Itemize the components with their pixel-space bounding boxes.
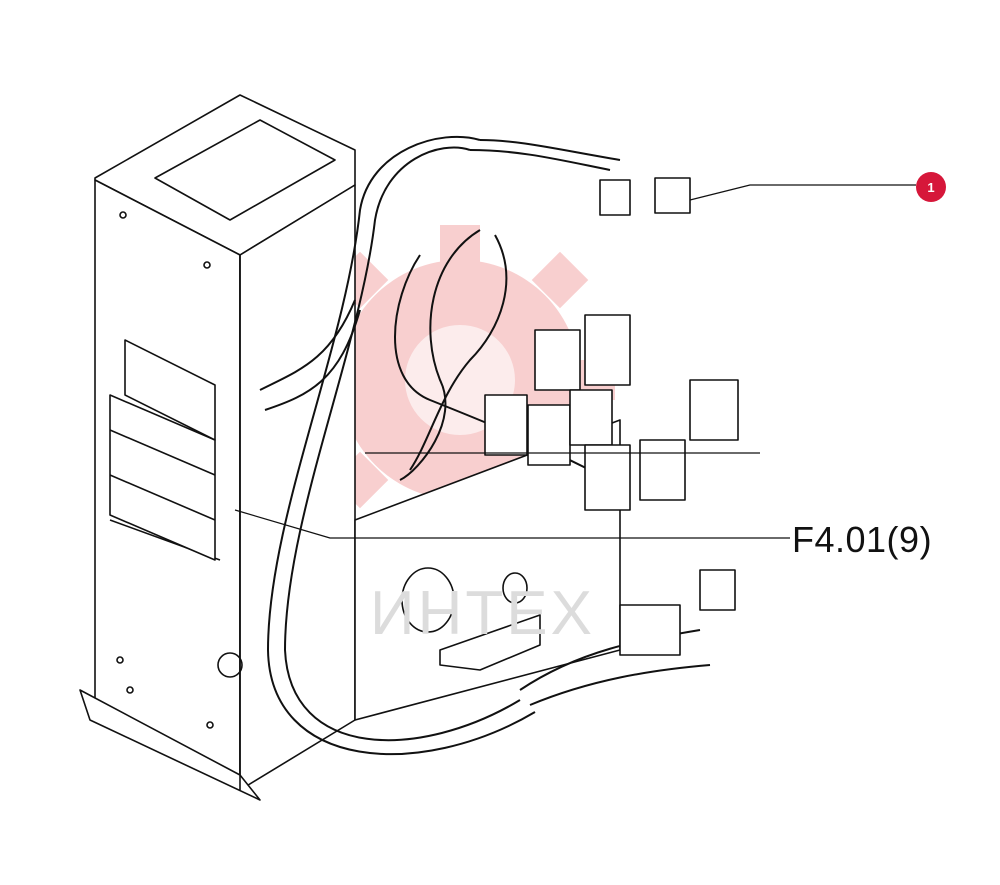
connector-group <box>484 177 739 656</box>
leader-lines <box>234 184 916 539</box>
watermark-text: ИНТЕХ <box>370 579 595 648</box>
callout-marker-1[interactable]: 1 <box>916 172 946 202</box>
side-module <box>109 339 216 561</box>
reference-label: F4.01(9) <box>792 519 933 560</box>
